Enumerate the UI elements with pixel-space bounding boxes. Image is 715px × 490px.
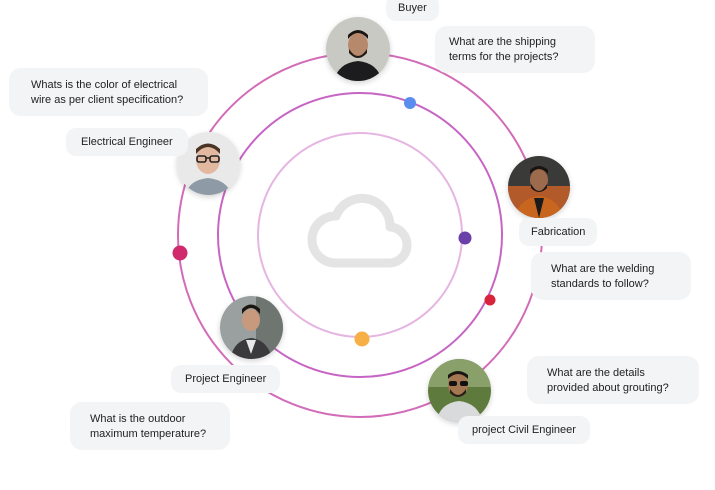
project-question-bubble: What is the outdoor maximum temperature?	[70, 402, 230, 450]
question-line: Whats is the color of electrical	[31, 79, 178, 91]
buyer-question-bubble: What are the shipping terms for the proj…	[435, 26, 595, 73]
cloud-icon	[307, 193, 412, 268]
question-line: terms for the projects?	[449, 51, 559, 63]
question-line: provided about grouting?	[547, 382, 669, 394]
project-engineer-label: Project Engineer	[171, 365, 281, 393]
inner-orbit-ring	[257, 132, 463, 338]
civil-question-bubble: What are the details provided about grou…	[527, 356, 699, 404]
question-line: wire as per client specification?	[31, 94, 184, 106]
outer-orbit-ring	[177, 52, 543, 418]
orbit-dot-magenta	[172, 245, 188, 261]
fabrication-avatar	[508, 156, 570, 218]
orbit-dot-orange	[354, 331, 370, 347]
question-line: What are the welding	[551, 263, 655, 275]
middle-orbit-ring	[217, 92, 503, 378]
buyer-avatar	[326, 17, 390, 81]
question-line: What is the outdoor	[90, 413, 186, 425]
fabrication-question-bubble: What are the welding standards to follow…	[531, 252, 691, 300]
question-line: What are the shipping	[449, 36, 557, 48]
orbit-dot-purple	[458, 231, 472, 245]
civil-engineer-label: project Civil Engineer	[458, 416, 590, 444]
question-line: maximum temperature?	[90, 428, 207, 440]
question-line: standards to follow?	[551, 278, 649, 290]
electrical-question-bubble: Whats is the color of electrical wire as…	[9, 68, 208, 116]
project-engineer-avatar	[220, 296, 283, 359]
fabrication-label: Fabrication	[519, 218, 598, 246]
orbit-dot-blue	[404, 97, 416, 109]
civil-engineer-avatar	[428, 359, 491, 422]
buyer-label: Buyer	[386, 0, 439, 21]
orbit-dot-red	[484, 294, 496, 306]
question-line: What are the details	[547, 367, 645, 379]
electrical-engineer-label: Electrical Engineer	[66, 128, 188, 156]
